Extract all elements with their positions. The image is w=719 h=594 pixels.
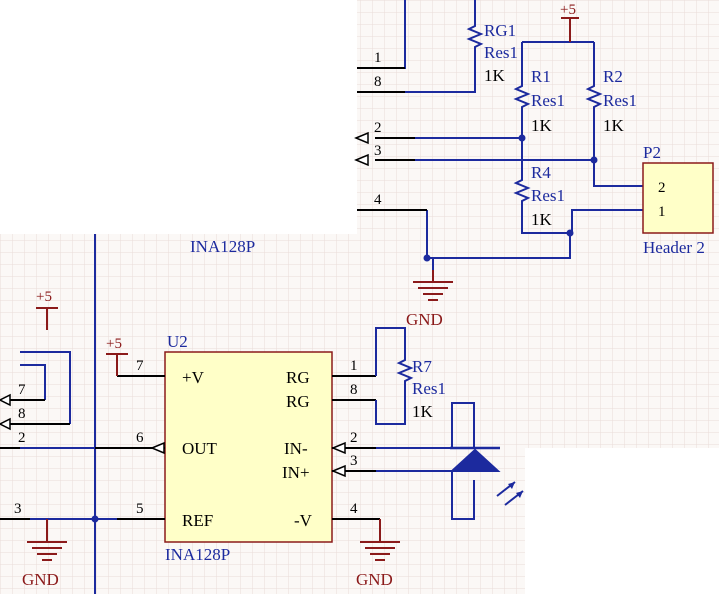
resistor-rg1-value: 1K bbox=[484, 66, 506, 85]
resistor-r2-value: 1K bbox=[603, 116, 625, 135]
left-junctions bbox=[91, 515, 99, 523]
resistor-rg1-symbol bbox=[466, 20, 484, 50]
amp-comment: INA128P bbox=[165, 545, 230, 564]
header-p2-body bbox=[642, 162, 714, 234]
left-pin-lines bbox=[0, 399, 70, 520]
top-supply-symbol bbox=[561, 17, 579, 42]
resistor-r7-designator: R7 bbox=[412, 357, 432, 376]
resistor-r1-type: Res1 bbox=[531, 91, 565, 110]
left-pin-arrows bbox=[0, 393, 11, 431]
amp-designator: U2 bbox=[167, 332, 188, 351]
resistor-r4-value: 1K bbox=[531, 210, 553, 229]
left-supply-label: +5 bbox=[36, 289, 52, 305]
amp-pin-1-num: 1 bbox=[350, 358, 358, 374]
amp-ic-body bbox=[164, 351, 333, 543]
top-block-pin-lines bbox=[357, 67, 427, 211]
amp-pin-minusv-name: -V bbox=[294, 511, 313, 530]
resistor-r4-symbol bbox=[513, 175, 531, 212]
amp-pin-2-num: 2 bbox=[350, 430, 358, 446]
amp-pin-rg1-name: RG bbox=[286, 368, 310, 387]
header-name: Header 2 bbox=[643, 238, 705, 257]
top-block-wires bbox=[357, 0, 643, 270]
resistor-rg1-type: Res1 bbox=[484, 43, 518, 62]
left-pin-7: 7 bbox=[18, 382, 26, 398]
amp-right-pin-lines bbox=[332, 375, 380, 520]
top-pin-1: 1 bbox=[374, 50, 382, 66]
amp-supply-label: +5 bbox=[106, 336, 122, 352]
resistor-r7-type: Res1 bbox=[412, 379, 446, 398]
header-pin-2: 2 bbox=[658, 180, 666, 196]
amp-in-arrows bbox=[331, 441, 346, 478]
left-ground-symbol bbox=[27, 519, 67, 561]
amp-out-arrow bbox=[150, 441, 165, 455]
top-pin-3: 3 bbox=[374, 143, 382, 159]
amp-pin-5-num: 5 bbox=[136, 501, 144, 517]
amp-pin-7-num: 7 bbox=[136, 358, 144, 374]
left-pin-3: 3 bbox=[14, 501, 22, 517]
resistor-r4-designator: R4 bbox=[531, 163, 551, 182]
top-block-input-arrows bbox=[354, 131, 369, 167]
resistor-rg1-designator: RG1 bbox=[484, 21, 516, 40]
right-ground-label: GND bbox=[356, 570, 393, 589]
right-sheet-grid bbox=[525, 270, 719, 448]
resistor-r2-designator: R2 bbox=[603, 67, 623, 86]
resistor-r1-symbol bbox=[513, 80, 531, 118]
amp-pin-inminus-name: IN- bbox=[284, 439, 308, 458]
amp-part-label: INA128P bbox=[190, 237, 255, 256]
resistor-r1-designator: R1 bbox=[531, 67, 551, 86]
left-ground-label: GND bbox=[22, 570, 59, 589]
header-designator: P2 bbox=[643, 143, 661, 162]
amp-supply-symbol bbox=[106, 353, 128, 376]
amp-pin-6-num: 6 bbox=[136, 430, 144, 446]
top-pin-4: 4 bbox=[374, 192, 382, 208]
top-block-junctions bbox=[423, 134, 598, 262]
left-supply-symbol bbox=[36, 307, 58, 330]
header-pin-1: 1 bbox=[658, 204, 666, 220]
amp-pin-plusv-name: +V bbox=[182, 368, 205, 387]
top-supply-label: +5 bbox=[560, 2, 576, 18]
resistor-r2-type: Res1 bbox=[603, 91, 637, 110]
top-ground-label: GND bbox=[406, 310, 443, 329]
top-pin-8: 8 bbox=[374, 74, 382, 90]
amp-pin-ref-name: REF bbox=[182, 511, 213, 530]
right-ground-symbol bbox=[360, 519, 400, 561]
left-pin-2: 2 bbox=[18, 430, 26, 446]
amp-pin-3-num: 3 bbox=[350, 453, 358, 469]
resistor-r1-value: 1K bbox=[531, 116, 553, 135]
resistor-r2-symbol bbox=[585, 70, 603, 118]
amp-pin-out-name: OUT bbox=[182, 439, 218, 458]
photodiode-icon bbox=[449, 446, 524, 506]
left-pin-8: 8 bbox=[18, 406, 26, 422]
top-pin-2: 2 bbox=[374, 120, 382, 136]
amp-pin-inplus-name: IN+ bbox=[282, 463, 310, 482]
amp-pin-8-num: 8 bbox=[350, 382, 358, 398]
amp-pin-4-num: 4 bbox=[350, 501, 358, 517]
amp-pin-rg8-name: RG bbox=[286, 392, 310, 411]
resistor-r7-symbol bbox=[396, 352, 414, 402]
top-ground-symbol bbox=[413, 270, 453, 301]
resistor-r4-type: Res1 bbox=[531, 186, 565, 205]
resistor-r7-value: 1K bbox=[412, 402, 434, 421]
